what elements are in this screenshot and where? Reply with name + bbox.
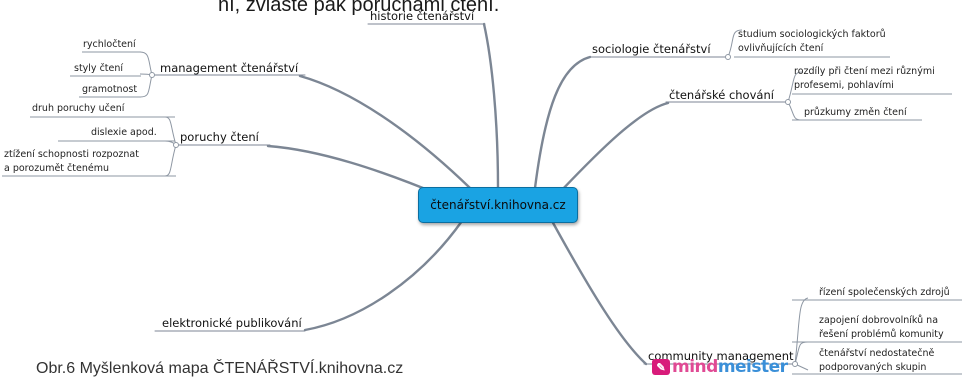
sub-rizeni[interactable]: řízení společenských zdrojů — [819, 287, 950, 298]
topic-sociologie[interactable]: sociologie čtenářství — [592, 42, 711, 56]
sub-rozdily-2[interactable]: profesemi, pohlavími — [794, 80, 894, 91]
sub-styly-cteni[interactable]: styly čtení — [74, 63, 124, 74]
branch-historie — [482, 22, 500, 190]
sub-druh-poruchy[interactable]: druh poruchy učení — [32, 103, 125, 114]
topic-historie[interactable]: historie čtenářství — [370, 9, 475, 23]
branch-poruchy — [266, 144, 442, 197]
branch-management — [298, 74, 472, 190]
sub-gramotnost[interactable]: gramotnost — [82, 84, 138, 95]
sub-dislexie[interactable]: dislexie apod. — [91, 127, 157, 138]
topic-chovani[interactable]: čtenářské chování — [669, 88, 774, 102]
mindmeister-logo-icon: ✎ — [652, 359, 670, 375]
sub-ztizeni-2[interactable]: a porozumět čtenému — [4, 163, 109, 174]
sub-ctenarstvi-2[interactable]: podporovaných skupin — [819, 362, 927, 373]
sub-pruzkumy[interactable]: průzkumy změn čtení — [804, 107, 907, 118]
branch-sociologie — [533, 55, 592, 190]
sub-studium-2[interactable]: ovlivňujících čtení — [738, 43, 824, 54]
mindmeister-logo: ✎ mindmeister — [652, 357, 788, 377]
topic-community[interactable]: community management — [648, 349, 794, 363]
sub-ctenarstvi-1[interactable]: čtenářství nedostatečně — [819, 348, 935, 359]
branch-elektronicke — [303, 219, 464, 332]
sub-zapojeni-2[interactable]: řešení problémů komunity — [819, 329, 944, 340]
central-node[interactable]: čtenářství.knihovna.cz — [418, 187, 578, 223]
sub-studium-1[interactable]: studium sociologických faktorů — [738, 29, 886, 40]
sub-rozdily-1[interactable]: rozdíly při čtení mezi různými — [794, 66, 935, 77]
mindmeister-logo-text: mindmeister — [672, 357, 788, 377]
header-text: ní, zvláště pak poruchami čtení. — [218, 0, 500, 16]
sub-ztizeni-1[interactable]: ztížení schopnosti rozpoznat — [4, 149, 139, 160]
sub-rychloteni[interactable]: rychločtení — [83, 39, 136, 50]
topic-poruchy[interactable]: poruchy čtení — [180, 130, 259, 144]
topic-management[interactable]: management čtenářství — [160, 61, 299, 75]
branch-chovani — [558, 101, 670, 194]
sub-zapojeni-1[interactable]: zapojení dobrovolníků na — [819, 315, 939, 326]
topic-elektronicke[interactable]: elektronické publikování — [162, 316, 302, 330]
branch-community — [550, 219, 648, 366]
central-node-label: čtenářství.knihovna.cz — [430, 198, 566, 212]
figure-caption: Obr.6 Myšlenková mapa ČTENÁŘSTVÍ.knihovn… — [36, 360, 404, 377]
